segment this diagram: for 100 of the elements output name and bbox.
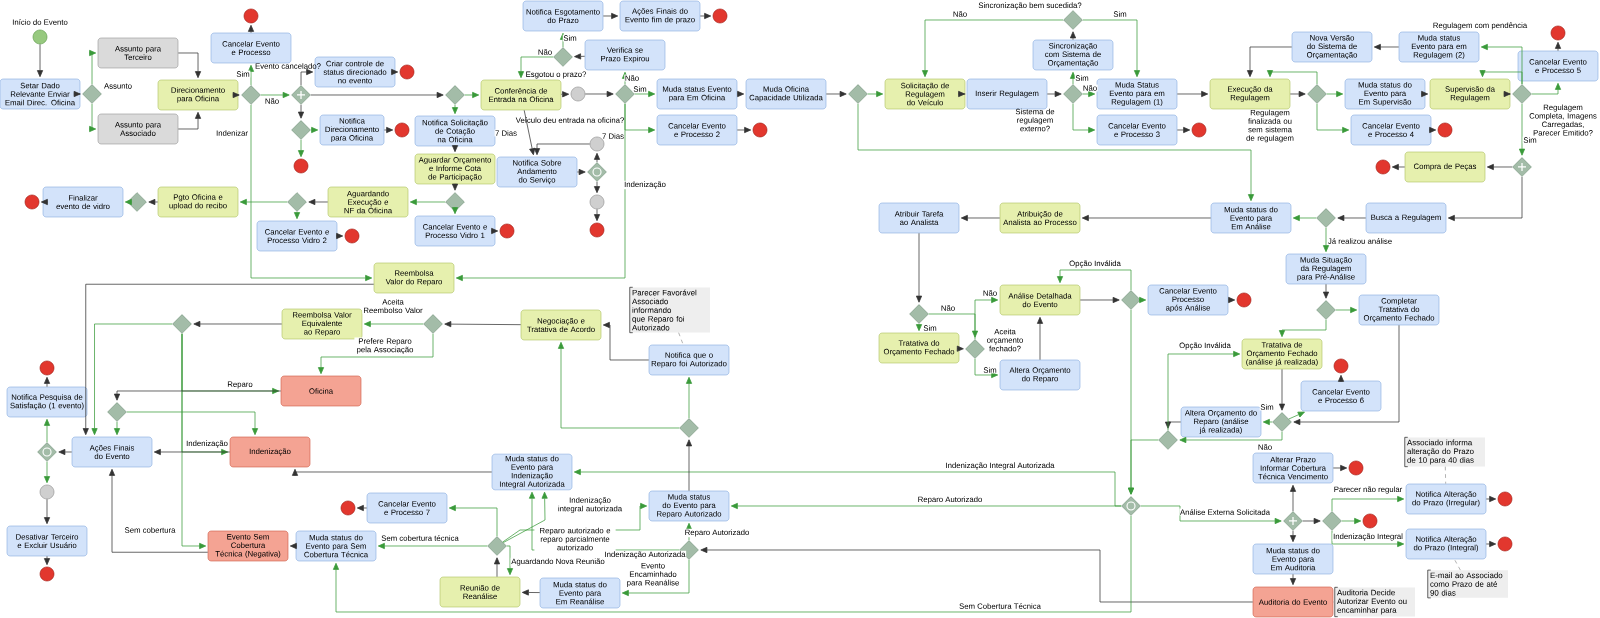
arrow [300,68,314,86]
arrow [700,546,1254,603]
arrow [1176,90,1209,98]
arrow [523,109,536,156]
arrow [1421,90,1429,98]
arrow [89,49,97,85]
arrow [494,557,501,578]
arrow [260,91,290,99]
arrow [1046,90,1062,98]
arrow [506,545,514,576]
arrow [736,126,752,134]
gateway-diamond [1158,430,1178,450]
arrow [1429,126,1437,134]
gateway-diamond [1121,496,1141,516]
gateway-diamond [909,304,929,324]
arrow [928,313,979,338]
arrow [857,103,1255,202]
arrow [409,198,446,206]
arrow [177,52,202,79]
arrow [1332,464,1348,472]
arrow [1518,103,1526,156]
arrow [1293,324,1400,426]
arrow [685,439,693,492]
arrow [91,323,173,436]
arrow [377,542,488,550]
gateway-diamond [1272,412,1292,432]
gateway-diamond [848,84,868,104]
gateway-diamond [1316,300,1336,320]
arrow [1289,530,1297,543]
arrow [1176,126,1191,134]
end-event [39,360,55,376]
gateway-diamond [127,192,147,212]
gateway-diamond [1063,10,1083,30]
end-event [344,228,360,244]
gateway-diamond [587,162,607,182]
arrow [250,104,373,282]
arrow [82,283,375,436]
arrow [1037,316,1044,361]
arrow [1140,505,1282,525]
arrow [383,126,394,134]
arrow [126,411,259,436]
arrow [867,90,884,98]
arrow [1082,90,1096,98]
end-event [394,122,410,138]
arrow [1326,90,1344,98]
arrow [533,143,591,156]
intermediate-event [39,484,55,500]
arrow [1082,19,1141,78]
gateway-diamond [1322,511,1342,531]
arrow [634,90,656,98]
arrow [44,498,51,525]
arrow [1278,368,1286,411]
arrow [448,504,498,537]
arrow [363,320,424,328]
start-event [32,29,48,45]
arrow [1292,214,1317,222]
arrow [1079,296,1120,304]
arrow [685,522,693,541]
arrow [451,104,459,115]
arrow [310,91,444,99]
arrow [1266,70,1318,85]
arrow [308,198,329,206]
gateway-diamond [1316,208,1336,228]
gateway-diamond [445,85,465,105]
arrow [1341,517,1362,525]
arrow [1555,41,1562,52]
arrow [1323,283,1330,299]
arrow [44,418,51,443]
arrow [1127,309,1135,495]
gateway-diamond [291,85,311,105]
arrow [1316,103,1350,134]
arrow [232,91,240,99]
arrow [956,345,964,352]
arrow [576,168,586,176]
arrow [915,323,923,332]
arrow [73,90,81,98]
arrow [109,468,209,553]
arrow [584,90,614,98]
arrow [297,104,305,119]
arrow [1227,296,1236,304]
gateway-diamond [107,402,127,422]
end-event [24,194,40,210]
arrow [292,468,493,476]
arrow [193,320,283,328]
end-event [293,158,309,174]
arrow [1447,176,1523,222]
association-line [678,332,684,346]
arrow [289,542,297,550]
arrow [921,19,1064,78]
arrow [1337,214,1367,222]
arrow [451,207,459,215]
arrow [574,53,586,60]
gateway-diamond [1512,157,1532,177]
end-event [1236,292,1252,308]
arrow [1069,31,1077,41]
arrow [44,555,51,566]
arrow [89,103,97,133]
end-event [1348,460,1364,476]
intermediate-event [570,86,586,102]
arrow [444,321,522,328]
